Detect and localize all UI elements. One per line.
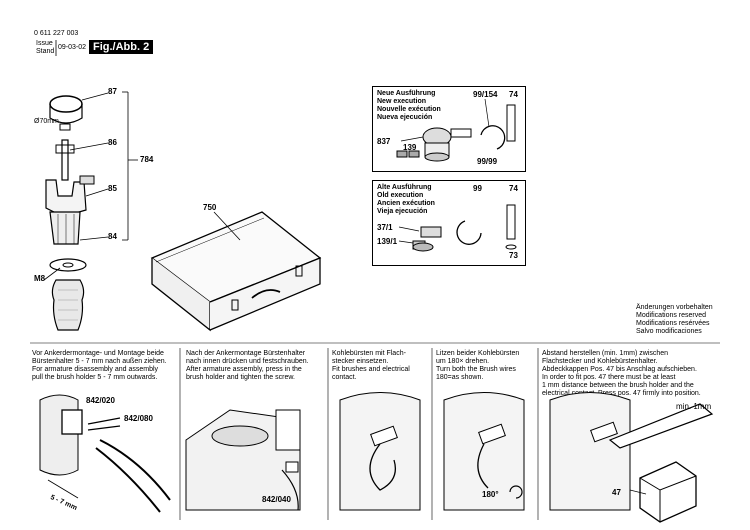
old-execution-title-de: Alte Ausführung	[377, 184, 432, 191]
notice-es: Salvo modificaciones	[636, 328, 702, 335]
figure-label: Fig./Abb. 2	[89, 40, 154, 54]
issue-label: Issue	[36, 40, 53, 47]
step1-callout-842-020: 842/020	[86, 396, 115, 405]
callout-74-old: 74	[509, 184, 518, 193]
part-number: 0 611 227 003	[34, 30, 79, 37]
callout-139-1: 139/1	[377, 237, 398, 246]
notice-de: Änderungen vorbehalten	[636, 304, 713, 311]
stand-label: Stand	[36, 48, 55, 55]
step5-callout-47: 47	[612, 488, 621, 497]
callout-37-1: 37/1	[377, 223, 393, 232]
new-execution-title-es: Nueva ejecución	[377, 114, 433, 121]
step-2-caption: Nach der Ankermontage Bürstenhalter nach…	[186, 350, 309, 381]
step2-callout-842-040: 842/040	[262, 495, 291, 504]
step-4-caption: Litzen beider Kohlebürsten um 180× drehe…	[436, 350, 520, 381]
old-execution-title-en: Old execution	[377, 192, 424, 199]
step5-min-distance: min. 1mm	[676, 402, 712, 411]
callout-73: 73	[509, 251, 518, 260]
old-execution-title-fr: Ancien exécution	[377, 200, 435, 207]
notice-en: Modifications reserved	[636, 312, 707, 319]
callout-85: 85	[108, 184, 117, 193]
step-3-caption: Kohlebürsten mit Flach- stecker einsetze…	[332, 350, 410, 381]
callout-99-154: 99/154	[473, 90, 498, 99]
new-execution-title-de: Neue Ausführung	[377, 90, 436, 97]
new-execution-panel: Neue Ausführung New execution Nouvelle e…	[372, 86, 526, 172]
callout-74-new: 74	[509, 90, 518, 99]
step1-callout-842-080: 842/080	[124, 414, 153, 423]
new-execution-title-fr: Nouvelle exécution	[377, 106, 441, 113]
step4-rotation-label: 180°	[482, 490, 499, 499]
callout-84: 84	[108, 232, 117, 241]
callout-diameter: Ø70mm	[34, 118, 59, 125]
callout-784: 784	[140, 155, 154, 164]
callout-99-99: 99/99	[477, 157, 498, 166]
callout-87: 87	[108, 87, 117, 96]
old-execution-drawing	[398, 204, 517, 252]
new-execution-title-en: New execution	[377, 98, 427, 105]
notice-fr: Modifications resérvées	[636, 320, 710, 327]
callout-139: 139	[403, 143, 417, 152]
new-execution-drawing	[396, 98, 516, 162]
issue-date: 09-03-02	[58, 44, 87, 51]
callout-750: 750	[203, 203, 217, 212]
callout-837: 837	[377, 137, 391, 146]
old-execution-panel: Alte Ausführung Old execution Ancien exé…	[372, 180, 526, 266]
callout-99-old: 99	[473, 184, 482, 193]
callout-86: 86	[108, 138, 117, 147]
old-execution-title-es: Vieja ejecución	[377, 208, 428, 215]
callout-m8: M8	[34, 274, 46, 283]
step-1-caption: Vor Ankerdermontage- und Montage beide B…	[32, 350, 167, 381]
